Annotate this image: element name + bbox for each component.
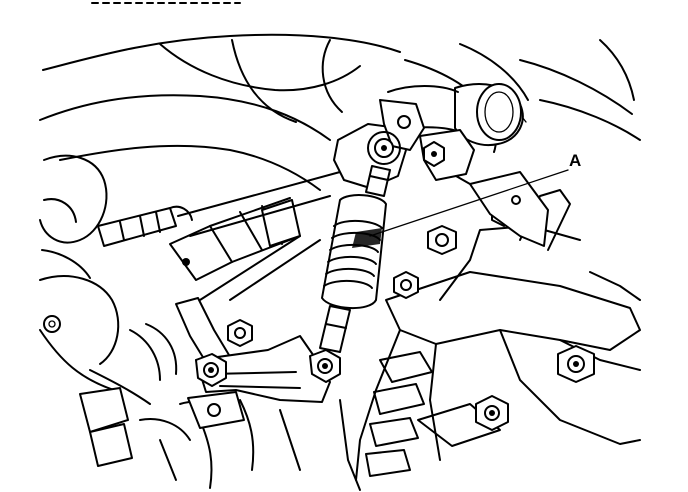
bolt-case-mid xyxy=(393,271,419,299)
lower-left-pipes xyxy=(39,323,301,489)
bolt-case-lower xyxy=(475,395,509,431)
bottom-clip xyxy=(187,391,245,429)
bolt-lever-left xyxy=(195,353,227,387)
callout-a: A xyxy=(369,151,581,237)
cable-rod-upper xyxy=(365,165,391,197)
cable-rod-lower xyxy=(319,305,351,353)
callout-a-label: A xyxy=(569,151,581,170)
callout-a-leader xyxy=(369,169,569,237)
bolt-case-right xyxy=(557,345,595,383)
shift-lever-arm xyxy=(175,297,331,403)
left-housing xyxy=(39,154,120,365)
mount-bracket-right xyxy=(455,171,549,247)
transmission-case xyxy=(339,189,641,491)
bolt-mid-left xyxy=(227,319,253,347)
linkage-rods xyxy=(177,171,341,301)
bolt-case-top xyxy=(427,225,457,255)
vacuum-tube-fitting xyxy=(97,205,193,247)
cable-bellows-boot xyxy=(321,194,387,310)
cable-upper-bracket xyxy=(333,99,475,189)
